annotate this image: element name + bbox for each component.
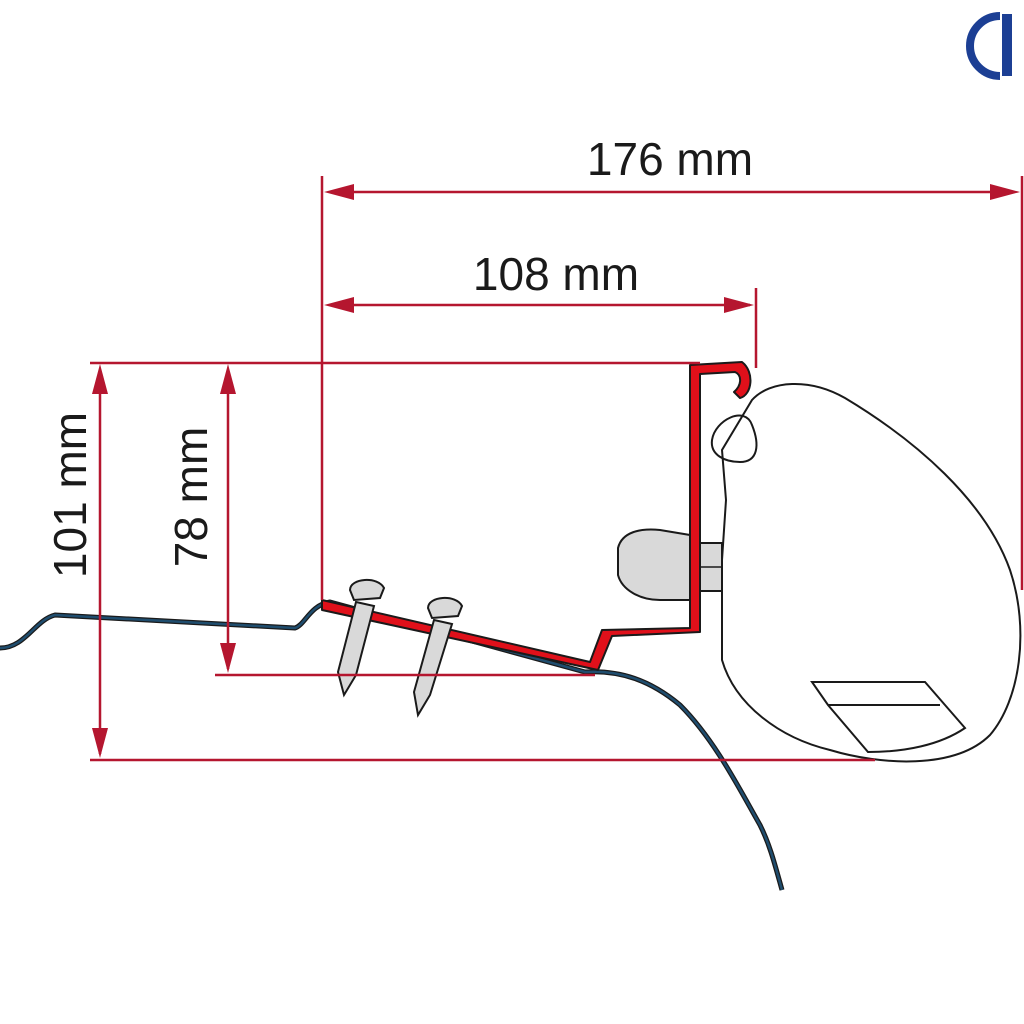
dimension-label-78: 78 mm xyxy=(165,427,217,568)
awning-housing xyxy=(710,382,1022,763)
dimension-width-overall: 176 mm xyxy=(320,133,1024,600)
dimension-width-bracket: 108 mm xyxy=(324,248,758,368)
dimension-label-101: 101 mm xyxy=(44,412,96,578)
dimension-height-overall: 101 mm xyxy=(44,361,875,762)
dimension-label-176: 176 mm xyxy=(587,133,753,185)
vehicle-roof-line xyxy=(0,599,785,891)
bolt-icon xyxy=(617,528,723,601)
adapter-bracket xyxy=(321,361,752,671)
brand-logo-icon xyxy=(966,12,1012,80)
dimension-label-108: 108 mm xyxy=(473,248,639,300)
dimension-height-bracket: 78 mm xyxy=(165,364,595,677)
screw-icon xyxy=(412,597,464,718)
screw-icon xyxy=(336,579,386,698)
